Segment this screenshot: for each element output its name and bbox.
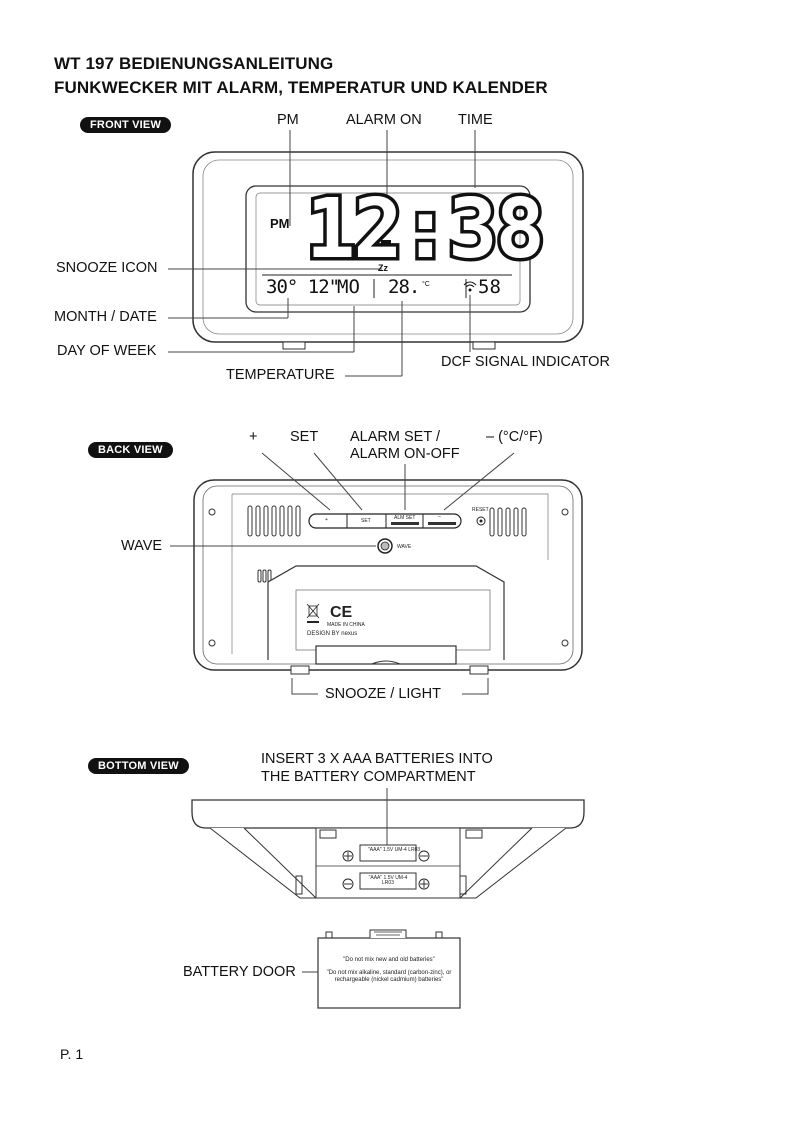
bell-icon: [380, 200, 394, 211]
front-view-tag: FRONT VIEW: [80, 117, 172, 133]
battery-1-label: "AAA" 1.5V UM-4 LR03: [368, 847, 421, 853]
label-month-date: MONTH / DATE: [54, 309, 157, 325]
back-reset-label: RESET: [472, 507, 489, 513]
label-alarm-on-off: ALARM ON-OFF: [350, 446, 460, 462]
lcd-date: 30° 12": [266, 276, 340, 298]
label-alarm-set: ALARM SET /: [350, 429, 440, 445]
back-button-set: SET: [361, 518, 371, 524]
label-time: TIME: [458, 112, 493, 128]
bottom-view-tag: BOTTOM VIEW: [88, 758, 189, 774]
lcd-weekday: MO: [337, 276, 360, 298]
label-temperature: TEMPERATURE: [226, 367, 335, 383]
lcd-temperature-unit: °C: [422, 281, 430, 288]
lcd-time: 12:38: [303, 182, 549, 277]
back-button-plus: +: [325, 517, 328, 523]
back-button-minus: –: [438, 514, 441, 520]
label-set: SET: [290, 429, 319, 445]
back-design-by: DESIGN BY nexus: [307, 631, 358, 637]
label-plus: +: [249, 429, 258, 445]
label-alarm-on: ALARM ON: [346, 112, 422, 128]
back-button-alarm-set: ALM SET: [394, 515, 416, 521]
ce-mark-icon: CE: [330, 604, 353, 621]
lcd-zz-icon: Zz: [378, 263, 388, 273]
recycle-bin-icon: [306, 603, 320, 619]
battery-2-label: "AAA" 1.5V UM-4 LR03: [368, 875, 408, 886]
label-day-of-week: DAY OF WEEK: [57, 343, 157, 359]
page-title-line-1: WT 197 BEDIENUNGSANLEITUNG: [54, 54, 334, 73]
lcd-seconds: 58: [478, 276, 501, 298]
signal-icon: [463, 281, 477, 292]
battery-door-text-1: "Do not mix new and old batteries": [343, 957, 435, 963]
lcd-temperature: 28.: [388, 276, 420, 298]
label-battery-door: BATTERY DOOR: [183, 964, 296, 980]
label-wave: WAVE: [121, 538, 163, 554]
label-dcf-signal: DCF SIGNAL INDICATOR: [441, 354, 610, 370]
battery-door-text-2: "Do not mix alkaline, standard (carbon-z…: [326, 970, 452, 983]
label-pm: PM: [277, 112, 299, 128]
label-insert-batteries-2: THE BATTERY COMPARTMENT: [261, 769, 476, 785]
label-insert-batteries-1: INSERT 3 X AAA BATTERIES INTO: [261, 751, 493, 767]
back-made-in: MADE IN CHINA: [327, 622, 365, 628]
label-snooze-light: SNOOZE / LIGHT: [325, 686, 442, 702]
page-number: P. 1: [60, 1046, 84, 1062]
label-minus-unit: – (°C/°F): [486, 429, 543, 445]
back-wave-label: WAVE: [397, 544, 412, 550]
page-title-line-2: FUNKWECKER MIT ALARM, TEMPERATUR UND KAL…: [54, 78, 548, 97]
label-snooze-icon: SNOOZE ICON: [56, 260, 158, 276]
lcd-pm: PM: [270, 216, 290, 231]
back-view-tag: BACK VIEW: [88, 442, 173, 458]
